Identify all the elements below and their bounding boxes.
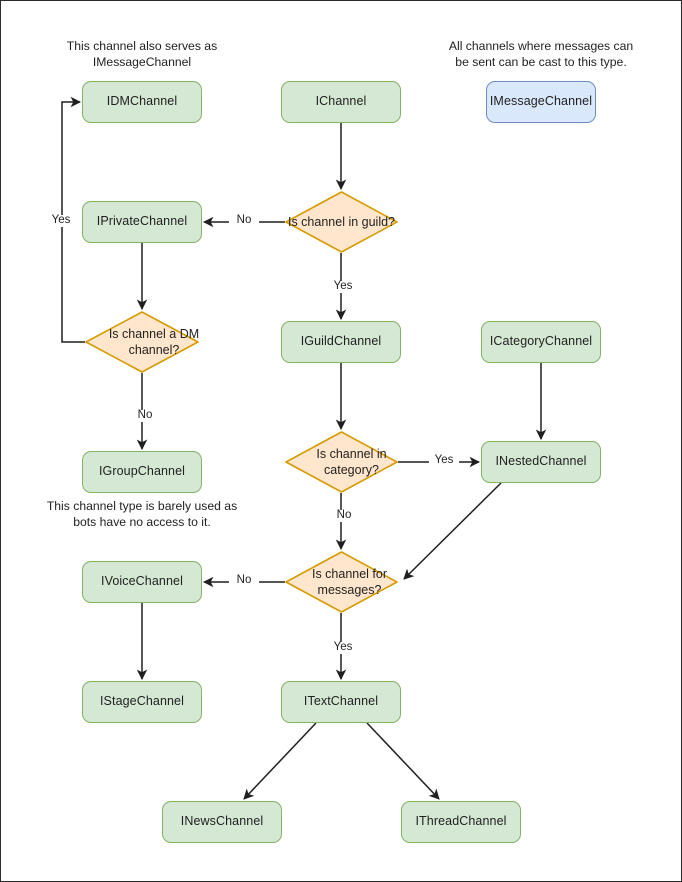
node-istagechannel[interactable]: IStageChannel bbox=[82, 681, 202, 723]
node-inestedchannel[interactable]: INestedChannel bbox=[481, 441, 601, 483]
edge-label-dm-yes: Yes bbox=[46, 214, 76, 227]
node-idmchannel[interactable]: IDMChannel bbox=[82, 81, 202, 123]
note-group-channel: This channel type is barely used as bots… bbox=[46, 499, 238, 530]
edge-label-dm-no: No bbox=[130, 409, 160, 422]
node-is-channel-for-messages-label: Is channel for messages? bbox=[311, 566, 388, 597]
node-istagechannel-label: IStageChannel bbox=[99, 694, 184, 709]
node-is-channel-in-guild-label: Is channel in guild? bbox=[287, 214, 396, 229]
diamond-shape-guild bbox=[285, 191, 398, 253]
node-iguildchannel-label: IGuildChannel bbox=[300, 334, 382, 349]
edge-label-guild-yes: Yes bbox=[328, 280, 358, 293]
node-ichannel-label: IChannel bbox=[315, 94, 367, 109]
edge-itextchannel-to-inewschannel bbox=[243, 722, 317, 800]
node-igroupchannel-label: IGroupChannel bbox=[98, 464, 186, 479]
node-idmchannel-label: IDMChannel bbox=[106, 94, 178, 109]
edge-label-category-yes: Yes bbox=[429, 454, 459, 467]
edge-itextchannel-to-ithreadchannel bbox=[366, 722, 440, 800]
node-iprivatechannel-label: IPrivateChannel bbox=[96, 214, 188, 229]
node-is-channel-for-messages[interactable]: Is channel for messages? bbox=[285, 551, 398, 613]
node-is-channel-a-dm-channel[interactable]: Is channel a DM channel? bbox=[85, 311, 199, 373]
node-is-channel-in-category[interactable]: Is channel in category? bbox=[285, 431, 398, 493]
node-iprivatechannel[interactable]: IPrivateChannel bbox=[82, 201, 202, 243]
node-is-channel-in-guild[interactable]: Is channel in guild? bbox=[285, 191, 398, 253]
node-inewschannel-label: INewsChannel bbox=[180, 814, 264, 829]
node-icategorychannel[interactable]: ICategoryChannel bbox=[481, 321, 601, 363]
node-icategorychannel-label: ICategoryChannel bbox=[489, 334, 593, 349]
node-imessagechannel[interactable]: IMessageChannel bbox=[486, 81, 596, 123]
diamond-shape-messages bbox=[285, 551, 398, 613]
note-dm-channel: This channel also serves as IMessageChan… bbox=[66, 39, 218, 70]
node-is-channel-in-category-label: Is channel in category? bbox=[316, 446, 387, 477]
edge-label-messages-yes: Yes bbox=[328, 641, 358, 654]
edge-label-messages-no: No bbox=[229, 574, 259, 587]
node-inewschannel[interactable]: INewsChannel bbox=[162, 801, 282, 843]
node-iguildchannel[interactable]: IGuildChannel bbox=[281, 321, 401, 363]
edge-label-category-no: No bbox=[329, 509, 359, 522]
node-itextchannel-label: ITextChannel bbox=[303, 694, 379, 709]
note-message-channel: All channels where messages can be sent … bbox=[448, 39, 634, 70]
node-itextchannel[interactable]: ITextChannel bbox=[281, 681, 401, 723]
node-inestedchannel-label: INestedChannel bbox=[495, 454, 587, 469]
node-igroupchannel[interactable]: IGroupChannel bbox=[82, 451, 202, 493]
node-ivoicechannel-label: IVoiceChannel bbox=[101, 574, 183, 589]
edge-inestedchannel-to-messages bbox=[403, 482, 502, 580]
diamond-shape-category bbox=[285, 431, 398, 493]
node-imessagechannel-label: IMessageChannel bbox=[489, 94, 593, 109]
node-ithreadchannel-label: IThreadChannel bbox=[415, 814, 507, 829]
node-ichannel[interactable]: IChannel bbox=[281, 81, 401, 123]
edge-label-guild-no: No bbox=[229, 214, 259, 227]
node-ithreadchannel[interactable]: IThreadChannel bbox=[401, 801, 521, 843]
diamond-shape-dm bbox=[85, 311, 199, 373]
node-ivoicechannel[interactable]: IVoiceChannel bbox=[82, 561, 202, 603]
node-is-channel-a-dm-channel-label: Is channel a DM channel? bbox=[108, 326, 200, 357]
